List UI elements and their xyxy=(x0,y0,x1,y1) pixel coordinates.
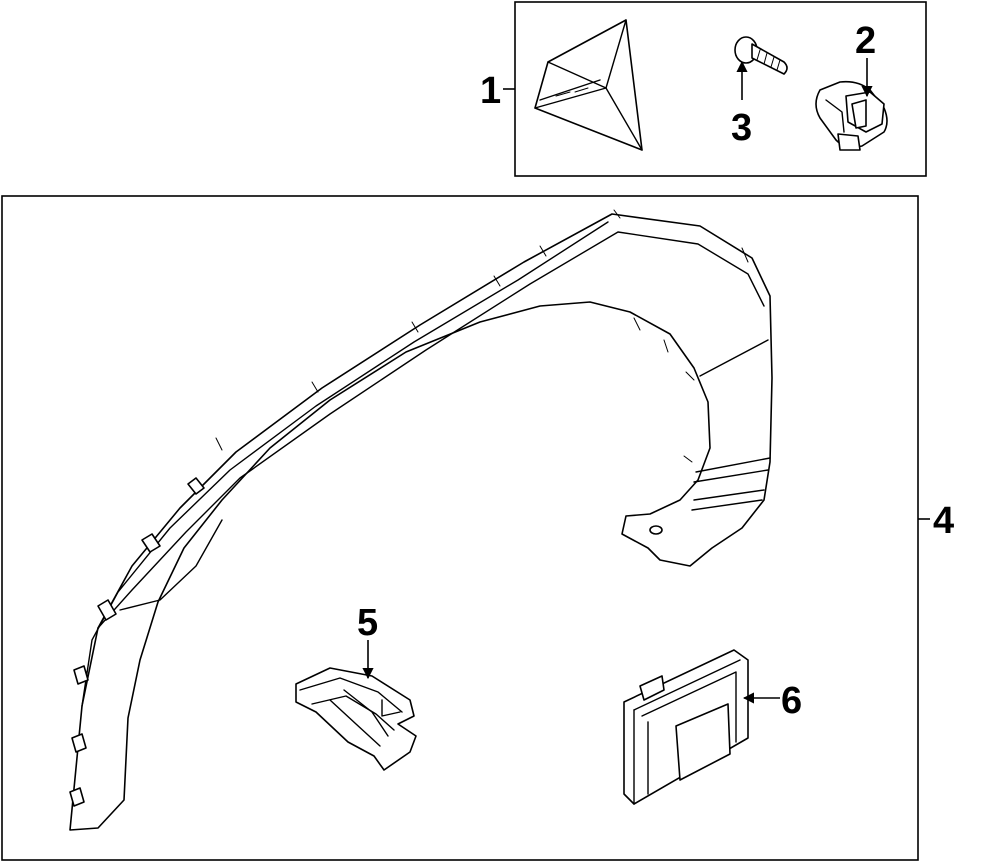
callout-5-label: 5 xyxy=(357,602,378,644)
main-frame xyxy=(1,195,919,861)
part-1-end-cap[interactable] xyxy=(534,19,643,151)
part-6-adhesive-pad[interactable] xyxy=(623,649,749,805)
callout-3-label: 3 xyxy=(731,107,752,149)
part-4-wheel-flare[interactable] xyxy=(69,209,773,831)
callout-2-label: 2 xyxy=(855,20,876,62)
callout-4-label: 4 xyxy=(933,500,954,542)
part-2-clip-nut[interactable] xyxy=(815,80,888,151)
part-5-retaining-clip[interactable] xyxy=(295,667,417,771)
callout-6-label: 6 xyxy=(781,680,802,722)
callout-1-label: 1 xyxy=(480,70,501,112)
